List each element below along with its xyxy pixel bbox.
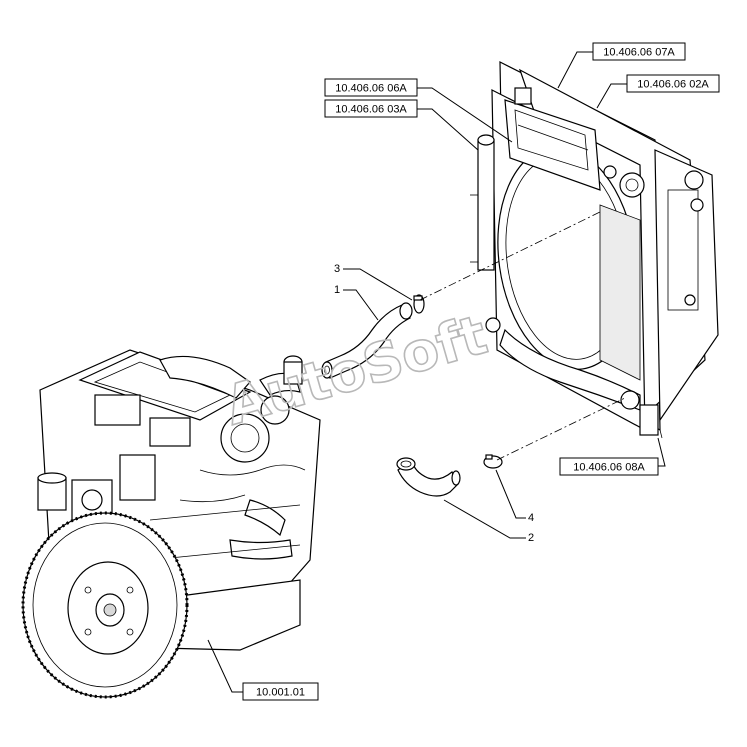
callout-4-label: 4 (528, 512, 534, 524)
ref-07A-label: 10.406.06 07A (603, 47, 675, 59)
ref-02A[interactable]: 10.406.06 02A (596, 74, 720, 109)
hose-clamp-lower (483, 454, 503, 469)
callout-item-2[interactable]: 2 (443, 499, 534, 544)
ref-03A[interactable]: 10.406.06 03A (324, 99, 479, 151)
callout-2-label: 2 (528, 532, 534, 544)
engine-assembly (21, 349, 321, 699)
callout-item-1[interactable]: 1 (334, 284, 379, 321)
ref-03A-label: 10.406.06 03A (335, 104, 407, 116)
callout-1-label: 1 (334, 284, 340, 296)
watermark-text: AutoSoft (218, 303, 493, 438)
upper-hose (321, 302, 413, 379)
callout-item-4[interactable]: 4 (495, 469, 534, 524)
lower-hose (396, 457, 461, 497)
center-lines (419, 211, 626, 461)
ref-06A-label: 10.406.06 06A (335, 83, 407, 95)
callout-item-3[interactable]: 3 (334, 263, 413, 301)
radiator-assembly (470, 61, 719, 439)
ref-07A[interactable]: 10.406.06 07A (557, 42, 686, 89)
callout-3-label: 3 (334, 263, 340, 275)
watermark: AutoSoft (217, 302, 494, 438)
ref-engine-label: 10.001.01 (256, 687, 305, 699)
ref-08A-label: 10.406.06 08A (573, 462, 645, 474)
ref-08A[interactable]: 10.406.06 08A (559, 437, 666, 476)
ref-06A[interactable]: 10.406.06 06A (324, 78, 513, 143)
hose-clamp-upper (413, 294, 425, 314)
ref-engine[interactable]: 10.001.01 (207, 639, 319, 701)
ref-02A-label: 10.406.06 02A (637, 79, 709, 91)
